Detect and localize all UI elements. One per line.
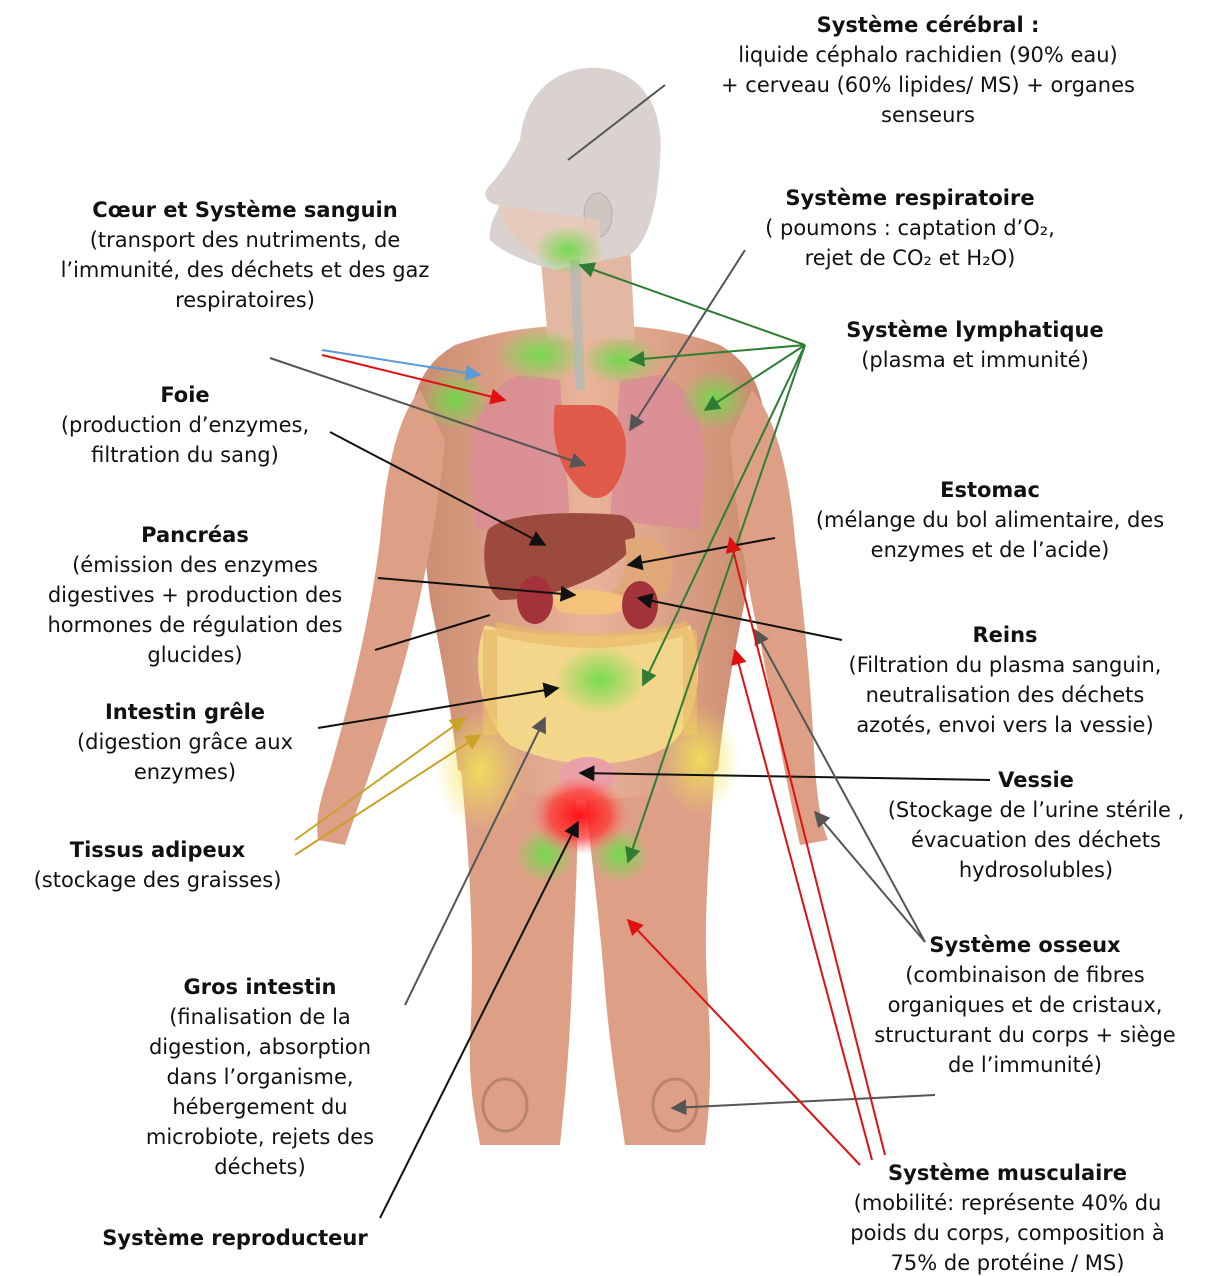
label-respiratoire-title: Système respiratoire [720, 183, 1100, 213]
label-vessie-title: Vessie [855, 765, 1217, 795]
label-tissus-title: Tissus adipeux [5, 835, 310, 865]
label-respiratoire-line: ( poumons : captation d’O₂, [720, 213, 1100, 243]
label-cerebral-title: Système cérébral : [668, 10, 1188, 40]
label-coeur-title: Cœur et Système sanguin [10, 195, 480, 225]
label-osseux-line: organiques et de cristaux, [835, 990, 1215, 1020]
label-musculaire-line: poids du corps, composition à [805, 1218, 1210, 1248]
lymph-neck [533, 225, 603, 275]
label-coeur-line: l’immunité, des déchets et des gaz [10, 255, 480, 285]
label-gros-intestin-line: digestion, absorption [105, 1032, 415, 1062]
label-osseux-title: Système osseux [835, 930, 1215, 960]
label-osseux-line: structurant du corps + siège [835, 1020, 1215, 1050]
label-gros-intestin-line: hébergement du [105, 1092, 415, 1122]
label-intestin-grele: Intestin grêle (digestion grâce aux enzy… [20, 697, 350, 787]
label-estomac-line: enzymes et de l’acide) [770, 535, 1210, 565]
label-pancreas-line: hormones de régulation des [5, 610, 385, 640]
label-estomac: Estomac (mélange du bol alimentaire, des… [770, 475, 1210, 565]
label-reproducteur: Système reproducteur [75, 1223, 395, 1253]
label-reins-line: neutralisation des déchets [800, 680, 1210, 710]
label-respiratoire: Système respiratoire ( poumons : captati… [720, 183, 1100, 273]
label-estomac-line: (mélange du bol alimentaire, des [770, 505, 1210, 535]
label-reins-line: (Filtration du plasma sanguin, [800, 650, 1210, 680]
label-pancreas: Pancréas (émission des enzymes digestive… [5, 520, 385, 670]
label-musculaire-line: (mobilité: représente 40% du [805, 1188, 1210, 1218]
label-pancreas-title: Pancréas [5, 520, 385, 550]
label-foie-line: filtration du sang) [15, 440, 355, 470]
label-pancreas-line: glucides) [5, 640, 385, 670]
label-lymphatique-line: (plasma et immunité) [815, 345, 1135, 375]
label-vessie-line: (Stockage de l’urine stérile , [855, 795, 1217, 825]
label-intestin-grele-line: (digestion grâce aux [20, 727, 350, 757]
label-estomac-title: Estomac [770, 475, 1210, 505]
label-lymphatique: Système lymphatique (plasma et immunité) [815, 315, 1135, 375]
label-gros-intestin-title: Gros intestin [105, 972, 415, 1002]
label-osseux-line: (combinaison de fibres [835, 960, 1215, 990]
label-gros-intestin: Gros intestin (finalisation de la digest… [105, 972, 415, 1182]
label-reproducteur-title: Système reproducteur [75, 1223, 395, 1253]
label-gros-intestin-line: (finalisation de la [105, 1002, 415, 1032]
label-foie-line: (production d’enzymes, [15, 410, 355, 440]
label-reins-line: azotés, envoi vers la vessie) [800, 710, 1210, 740]
lymph-belly [555, 645, 645, 715]
label-gros-intestin-line: déchets) [105, 1152, 415, 1182]
label-pancreas-line: (émission des enzymes [5, 550, 385, 580]
label-foie-title: Foie [15, 380, 355, 410]
label-intestin-grele-title: Intestin grêle [20, 697, 350, 727]
label-reins-title: Reins [800, 620, 1210, 650]
label-pancreas-line: digestives + production des [5, 580, 385, 610]
kidney-right [622, 581, 658, 629]
label-cerebral-line: liquide céphalo rachidien (90% eau) [668, 40, 1188, 70]
label-gros-intestin-line: microbiote, rejets des [105, 1122, 415, 1152]
label-cerebral-line: + cerveau (60% lipides/ MS) + organes [668, 70, 1188, 100]
label-cerebral: Système cérébral : liquide céphalo rachi… [668, 10, 1188, 130]
label-musculaire-line: 75% de protéine / MS) [805, 1248, 1210, 1276]
label-tissus: Tissus adipeux (stockage des graisses) [5, 835, 310, 895]
label-coeur: Cœur et Système sanguin (transport des n… [10, 195, 480, 315]
label-intestin-grele-line: enzymes) [20, 757, 350, 787]
label-vessie-line: évacuation des déchets [855, 825, 1217, 855]
adipose-glow-left [435, 710, 525, 830]
label-lymphatique-title: Système lymphatique [815, 315, 1135, 345]
label-foie: Foie (production d’enzymes, filtration d… [15, 380, 355, 470]
label-osseux: Système osseux (combinaison de fibres or… [835, 930, 1215, 1080]
label-tissus-line: (stockage des graisses) [5, 865, 310, 895]
adipose-glow-right [660, 705, 740, 815]
label-musculaire-title: Système musculaire [805, 1158, 1210, 1188]
label-gros-intestin-line: dans l’organisme, [105, 1062, 415, 1092]
label-coeur-line: (transport des nutriments, de [10, 225, 480, 255]
label-coeur-line: respiratoires) [10, 285, 480, 315]
lymph-armpit-right [680, 370, 750, 430]
label-respiratoire-line: rejet de CO₂ et H₂O) [720, 243, 1100, 273]
label-osseux-line: de l’immunité) [835, 1050, 1215, 1080]
label-vessie: Vessie (Stockage de l’urine stérile , év… [855, 765, 1217, 885]
reproductive-glow [530, 775, 630, 855]
kidney-left [517, 576, 553, 624]
label-vessie-line: hydrosolubles) [855, 855, 1217, 885]
label-cerebral-line: senseurs [668, 100, 1188, 130]
lymph-chest-right [580, 335, 660, 385]
label-reins: Reins (Filtration du plasma sanguin, neu… [800, 620, 1210, 740]
lymph-chest-left [495, 327, 585, 383]
label-musculaire: Système musculaire (mobilité: représente… [805, 1158, 1210, 1276]
